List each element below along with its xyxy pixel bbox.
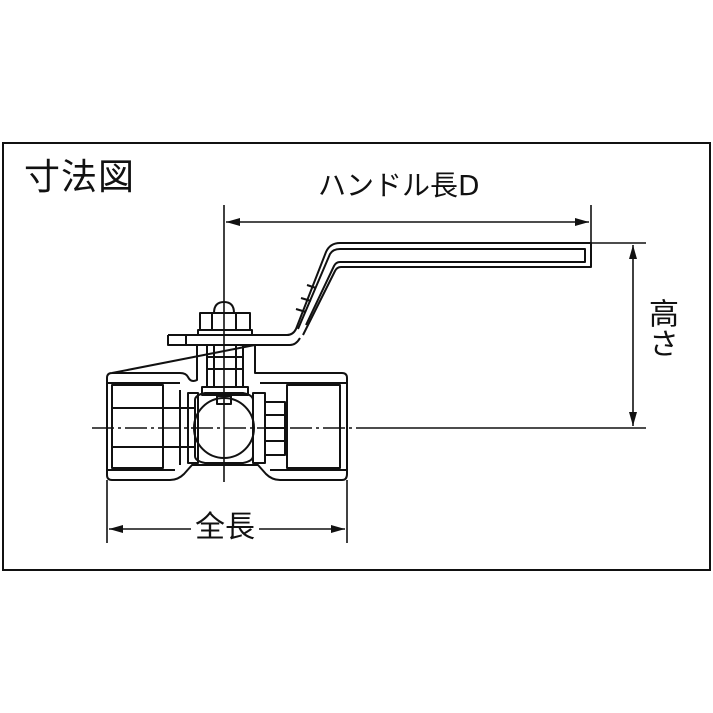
height-label: 高さ	[643, 298, 678, 358]
stem-nut	[197, 301, 253, 336]
dimension-handle-length	[226, 205, 592, 243]
left-port	[111, 384, 199, 469]
handle-length-label: ハンドル長D	[318, 169, 480, 202]
drawing-frame	[2, 142, 711, 571]
centerline	[92, 205, 646, 482]
valve-body	[106, 344, 348, 481]
drawing-title: 寸法図	[24, 157, 136, 198]
handle-lever	[167, 242, 592, 346]
overall-length-label: 全長	[191, 513, 259, 543]
dimension-height	[591, 242, 646, 426]
stem-packing	[196, 344, 256, 396]
right-port	[252, 384, 341, 469]
